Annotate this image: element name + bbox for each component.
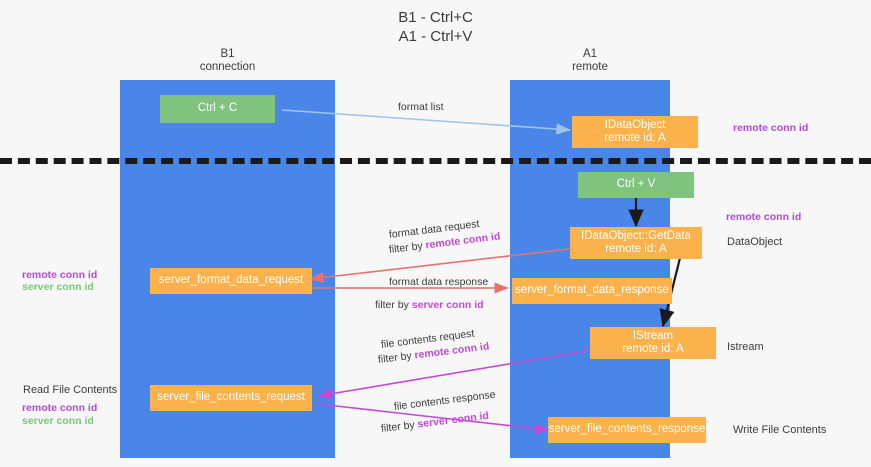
lane-header-b1: B1 connection: [199, 48, 256, 73]
filter-prefix: filter by: [375, 299, 412, 311]
box-data-object[interactable]: IDataObject remote id: A: [572, 116, 698, 148]
label-read-file-contents: Read File Contents: [23, 384, 118, 396]
label-remote-conn-id-left: remote conn id: [22, 269, 98, 281]
lane-header-a1: A1 remote: [572, 48, 608, 73]
filter-prefix: filter by: [388, 239, 427, 256]
label-write-file-contents: Write File Contents: [733, 424, 827, 436]
label-server-conn-id-left-2: server conn id: [22, 415, 94, 427]
filter-prefix: filter by: [377, 349, 416, 366]
box-get-data[interactable]: IDataObject::GetData remote id: A: [570, 227, 702, 259]
edge-label-format-data-response: format data response: [389, 276, 489, 288]
label-remote-conn-id-left-2: remote conn id: [22, 402, 98, 414]
box-server-file-contents-response[interactable]: server_file_contents_response: [548, 417, 706, 443]
label-remote-conn-id-mid: remote conn id: [726, 211, 802, 223]
label-server-conn-id-left: server conn id: [22, 281, 94, 293]
box-server-file-contents-request[interactable]: server_file_contents_request: [150, 385, 312, 411]
label-istream: Istream: [727, 341, 764, 353]
box-server-format-data-request[interactable]: server_format_data_request: [150, 268, 312, 294]
box-server-format-data-response[interactable]: server_format_data_response: [512, 278, 672, 304]
filter-key-server-conn-id: server conn id: [416, 409, 490, 431]
section-divider: [0, 158, 871, 164]
page-title: B1 - Ctrl+C A1 - Ctrl+V: [398, 9, 473, 45]
box-ctrl-c[interactable]: Ctrl + C: [160, 95, 275, 123]
filter-key-server-conn-id: server conn id: [411, 299, 484, 311]
edge-label-format-list: format list: [398, 101, 444, 113]
label-remote-conn-id-top: remote conn id: [733, 122, 809, 134]
box-istream[interactable]: IStream remote id: A: [590, 327, 716, 359]
box-ctrl-v[interactable]: Ctrl + V: [578, 172, 694, 198]
label-data-object: DataObject: [727, 236, 783, 248]
filter-prefix: filter by: [380, 418, 419, 435]
edge-label-format-data-response-filter: filter by server conn id: [375, 298, 484, 312]
